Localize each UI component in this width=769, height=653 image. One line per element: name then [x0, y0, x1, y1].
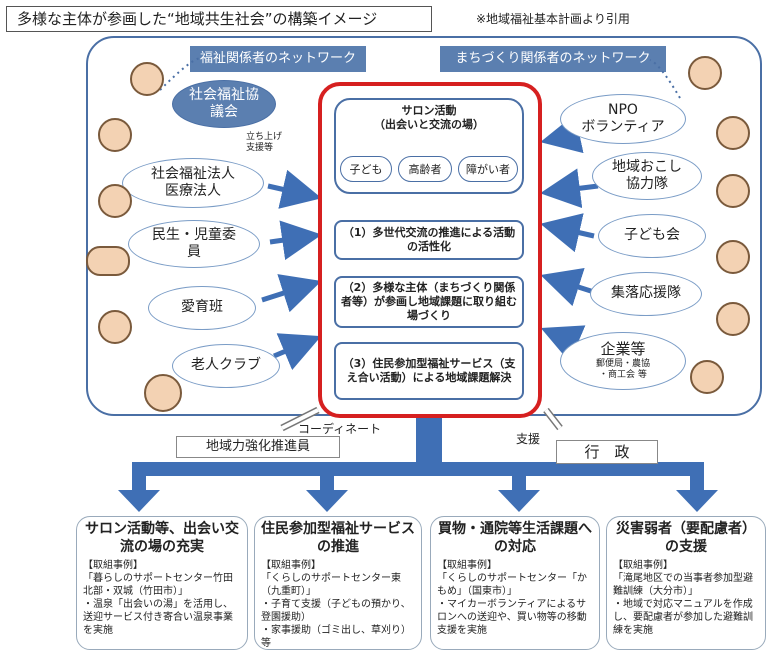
case-tag: 【取組事例】: [437, 560, 497, 571]
worker-avatar-icon: [716, 302, 750, 336]
case-desc: ・温泉「出会いの湯」を活用し、送迎サービス付き寄合い温泉事業を実施: [83, 599, 233, 636]
welfare-network-banner: 福祉関係者のネットワーク: [190, 46, 366, 72]
minsei-label: 民生・児童委員: [152, 226, 236, 261]
case-desc: ・マイカーボランティアによるサロンへの送迎や、買い物等の移動支援を実施: [437, 599, 587, 636]
case-desc: ・子育て支援（子どもの預かり、登園援助） ・家事援助（ゴミ出し、草刈り）等: [261, 599, 411, 649]
salon-title: サロン活動 （出会いと交流の場）: [374, 104, 484, 132]
family-avatar-icon: [86, 246, 130, 276]
shuraku-oval: 集落応援隊: [590, 272, 702, 316]
case-desc: ・地域で対応マニュアルを作成し、要配慮者が参加した避難訓練を実施: [613, 599, 753, 636]
case-heading: 災害弱者（要配慮者）の支援: [616, 521, 756, 555]
case-tag: 【取組事例】: [261, 560, 321, 571]
man-avatar-icon: [98, 184, 132, 218]
farmer-avatar-icon: [716, 116, 750, 150]
case-example: 「くらしのサポートセンター「かもめ」（国東市）」: [437, 573, 587, 597]
step-1: （1）多世代交流の推進による活動の活性化: [334, 220, 524, 260]
step-3: （3）住民参加型福祉サービス（支え合い活動）による地域課題解決: [334, 342, 524, 400]
case-tag: 【取組事例】: [83, 560, 143, 571]
worker-avatar-icon: [688, 56, 722, 90]
support-label: 支援: [516, 432, 541, 446]
npo-oval: NPO ボランティア: [560, 94, 686, 144]
council-label: 社会福祉協議会: [189, 86, 259, 121]
pill-children: 子ども: [340, 156, 392, 182]
minsei-oval: 民生・児童委員: [128, 220, 260, 268]
kigyo-oval: 企業等 郵便局・農協 ・商工会 等: [560, 332, 686, 390]
case-example: 「暮らしのサポートセンター竹田北部・双城（竹田市）」: [83, 573, 233, 597]
case-tag: 【取組事例】: [613, 560, 673, 571]
woman-avatar-icon: [98, 118, 132, 152]
kigyo-sub-label: 郵便局・農協 ・商工会 等: [595, 359, 650, 381]
welfare-corp-oval: 社会福祉法人 医療法人: [122, 158, 264, 208]
woman-avatar-icon: [130, 62, 164, 96]
case-heading: 買物・通院等生活課題への対応: [438, 521, 592, 555]
step-2: （2）多様な主体（まちづくり関係者等）が参画し地域課題に取り組む場づくり: [334, 276, 524, 328]
launch-support-label: 立ち上げ支援等: [246, 132, 283, 153]
case-heading: サロン活動等、出会い交流の場の充実: [85, 521, 239, 555]
promoter-box: 地域力強化推進員: [176, 436, 340, 458]
case-heading: 住民参加型福祉サービスの推進: [261, 521, 415, 555]
helmet-worker-avatar-icon: [690, 360, 724, 394]
case-card-2: 住民参加型福祉サービスの推進 【取組事例】 「くらしのサポートセンター東（九重町…: [254, 516, 422, 650]
case-example: 「くらしのサポートセンター東（九重町）」: [261, 573, 401, 597]
okoshi-oval: 地域おこし協力隊: [592, 152, 702, 200]
page-title: 多様な主体が参画した“地域共生社会”の構築イメージ: [6, 6, 432, 32]
coordinate-label: コーディネート: [298, 422, 382, 436]
council-oval: 社会福祉協議会: [172, 80, 276, 128]
pill-disabled: 障がい者: [458, 156, 518, 182]
case-card-1: サロン活動等、出会い交流の場の充実 【取組事例】 「暮らしのサポートセンター竹田…: [76, 516, 248, 650]
aiiku-oval: 愛育班: [148, 286, 256, 330]
case-card-4: 災害弱者（要配慮者）の支援 【取組事例】 「滝尾地区での当事者参加型避難訓練（大…: [606, 516, 766, 650]
pill-elderly: 高齢者: [398, 156, 452, 182]
government-box: 行 政: [556, 440, 658, 464]
kodomokai-oval: 子ども会: [598, 214, 706, 258]
roujin-oval: 老人クラブ: [172, 344, 280, 388]
okoshi-label: 地域おこし協力隊: [612, 158, 682, 193]
case-example: 「滝尾地区での当事者参加型避難訓練（大分市）」: [613, 573, 753, 597]
kigyo-label: 企業等: [600, 340, 646, 359]
case-card-3: 買物・通院等生活課題への対応 【取組事例】 「くらしのサポートセンター「かもめ」…: [430, 516, 600, 650]
boy-avatar-icon: [716, 240, 750, 274]
woman-avatar-icon: [98, 310, 132, 344]
elderly-man-avatar-icon: [144, 374, 182, 412]
source-note: ※地域福祉基本計画より引用: [476, 12, 630, 26]
girl-avatar-icon: [716, 174, 750, 208]
salon-box: [334, 98, 524, 194]
town-network-banner: まちづくり関係者のネットワーク: [440, 46, 666, 72]
